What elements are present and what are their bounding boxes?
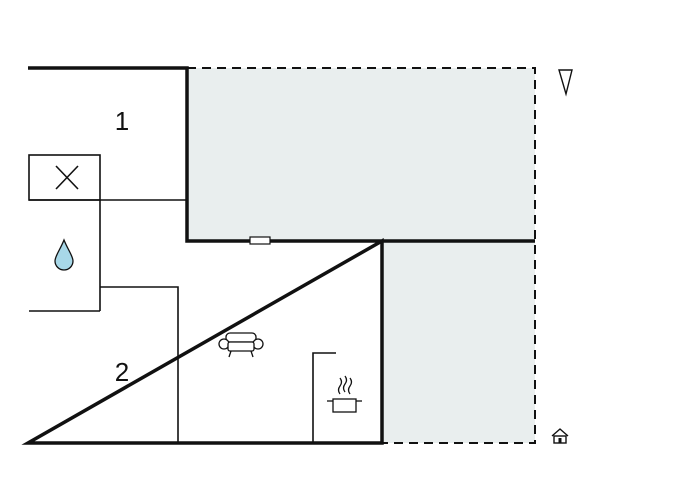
cross-mark-icon bbox=[55, 165, 79, 190]
window bbox=[249, 236, 271, 245]
interior-walls bbox=[28, 154, 336, 442]
sofa-icon bbox=[218, 332, 264, 358]
outer-walls bbox=[21, 66, 535, 445]
terrace-upper bbox=[187, 68, 535, 241]
north-arrow-icon bbox=[558, 69, 573, 97]
room-1-label: 1 bbox=[115, 106, 129, 136]
partition-kitchen bbox=[312, 352, 336, 442]
entrance-house-icon bbox=[551, 428, 569, 444]
cooking-pot-icon bbox=[327, 375, 362, 413]
room-2-label: 2 bbox=[115, 357, 129, 387]
partition-room2 bbox=[100, 286, 179, 442]
terrace-lower bbox=[382, 241, 535, 443]
water-drop-icon bbox=[54, 238, 74, 271]
terrace-outline bbox=[187, 67, 536, 444]
toilet-room bbox=[28, 154, 101, 201]
